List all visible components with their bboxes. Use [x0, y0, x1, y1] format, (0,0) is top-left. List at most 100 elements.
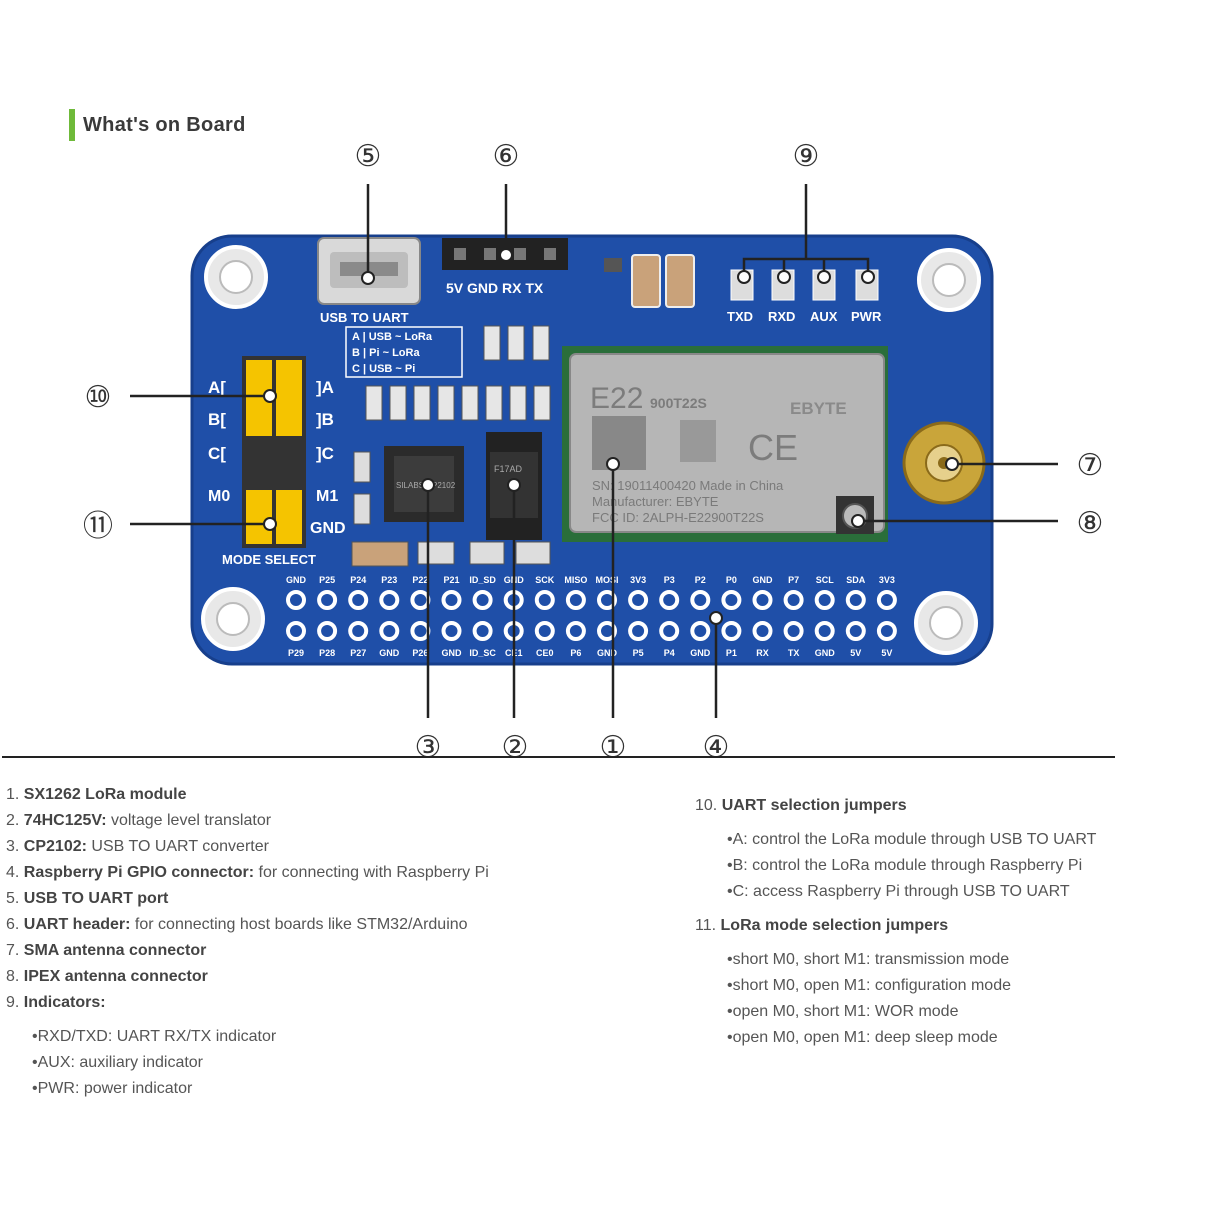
gpio-top-label: P21 [443, 575, 459, 585]
list-item: 1. SX1262 LoRa module [6, 786, 187, 803]
list-item: 8. IPEX antenna connector [6, 968, 208, 985]
gpio-top-label: GND [286, 575, 307, 585]
left-feature-list: 1. SX1262 LoRa module 2. 74HC125V: volta… [6, 782, 489, 1102]
gpio-pin [628, 621, 649, 641]
gpio-pin [659, 590, 680, 610]
gpio-top-label: P22 [412, 575, 428, 585]
jumper-label-c: C[ [208, 444, 226, 463]
leader-dots [263, 248, 959, 625]
callout-6: ⑥ [493, 140, 520, 173]
uart-jumper-item: •A: control the LoRa module through USB … [727, 831, 1097, 848]
heading-text: What's on Board [83, 113, 246, 136]
uart-jumper-item: •C: access Raspberry Pi through USB TO U… [727, 883, 1070, 900]
gpio-pin [441, 590, 462, 610]
uart-header-label: 5V GND RX TX [446, 280, 544, 296]
uart-jumper-item: •B: control the LoRa module through Rasp… [727, 857, 1083, 874]
gpio-top-label: P25 [319, 575, 335, 585]
callout-3: ③ [415, 731, 442, 760]
gpio-bottom-label: P27 [350, 648, 366, 658]
board-diagram: USB TO UART 5V GND RX TX A | USB ~ LoRa … [83, 140, 1103, 760]
gpio-top-label: 3V3 [879, 575, 895, 585]
gpio-pin [752, 590, 773, 610]
gpio-bottom-label: P6 [570, 648, 581, 658]
leader-lines [130, 184, 1058, 718]
callout-2: ② [502, 731, 529, 760]
smd-parts [351, 451, 551, 567]
chip2-label: F17AD [494, 464, 523, 474]
module-name: E22 [590, 382, 643, 415]
gpio-pin [721, 621, 742, 641]
gpio-bottom-label: GND [597, 648, 618, 658]
gpio-pin [286, 621, 306, 641]
jumper-table-row-b: B | Pi ~ LoRa [352, 347, 420, 359]
gpio-pin [472, 590, 493, 610]
sma-connector [898, 412, 986, 522]
gpio-pin [317, 621, 338, 641]
gpio-pin [379, 590, 400, 610]
module-sn: SN: 19011400420 Made in China [592, 478, 784, 493]
list-item: 6. UART header: for connecting host boar… [6, 916, 468, 933]
list-item: 4. Raspberry Pi GPIO connector: for conn… [6, 864, 489, 881]
gpio-top-label: P7 [788, 575, 799, 585]
callout-4: ④ [703, 731, 730, 760]
list-item: 3. CP2102: USB TO UART converter [6, 838, 269, 855]
lora-mode-item: •short M0, open M1: configuration mode [727, 977, 1011, 994]
callout-7: ⑦ [1077, 449, 1104, 482]
capacitors [604, 254, 695, 308]
gpio-top-label: ID_SD [469, 575, 496, 585]
gpio-pin [752, 621, 773, 641]
gpio-header [286, 590, 897, 641]
callout-1: ① [600, 731, 627, 760]
gpio-top-label: SDA [846, 575, 866, 585]
list-item: 5. USB TO UART port [6, 890, 169, 907]
jumper-table-row-c: C | USB ~ Pi [352, 363, 415, 375]
gpio-pin [628, 590, 649, 610]
gpio-bottom-label: GND [442, 648, 463, 658]
callout-11: ⑪ [83, 510, 113, 543]
jumper-label-gnd: GND [310, 520, 346, 537]
indicator-item: •PWR: power indicator [32, 1080, 193, 1097]
gpio-pin [472, 621, 493, 641]
uart-selection-jumpers [242, 356, 306, 440]
gpio-top-label: P2 [695, 575, 706, 585]
callout-numbers: ⑤ ⑥ ⑨ ⑩ ⑪ ⑦ ⑧ ③ ② ① ④ [83, 140, 1103, 760]
gpio-pin [721, 590, 742, 610]
gpio-pin [845, 621, 866, 641]
gpio-top-label: P24 [350, 575, 366, 585]
gpio-pin [783, 590, 804, 610]
module-ce: CE [748, 427, 798, 468]
gpio-pin [348, 621, 369, 641]
jumper-label-ra: ]A [316, 378, 334, 397]
gpio-pin [534, 621, 555, 641]
gpio-bottom-label: TX [788, 648, 800, 658]
module-mfr: Manufacturer: EBYTE [592, 494, 719, 509]
led-label-pwr: PWR [851, 309, 882, 324]
module-model: 900T22S [650, 395, 707, 411]
gpio-bottom-label: GND [815, 648, 836, 658]
gpio-bottom-label: RX [756, 648, 769, 658]
list-item: 11. LoRa mode selection jumpers [695, 917, 949, 934]
divider-line [2, 756, 1115, 758]
gpio-pin [534, 590, 555, 610]
indicator-item: •RXD/TXD: UART RX/TX indicator [32, 1028, 277, 1045]
gpio-pin [690, 621, 711, 641]
gpio-bottom-label: P26 [412, 648, 428, 658]
gpio-top-label: P3 [664, 575, 675, 585]
module-brand: EBYTE [790, 399, 847, 418]
mode-select-label: MODE SELECT [222, 552, 316, 567]
gpio-pin [410, 590, 431, 610]
gpio-pin [286, 590, 306, 610]
right-feature-list: 10. UART selection jumpers •A: control t… [695, 793, 1096, 1051]
gpio-bottom-label: 5V [850, 648, 861, 658]
gpio-pin [659, 621, 680, 641]
gpio-bottom-label: 5V [881, 648, 892, 658]
list-item: 2. 74HC125V: voltage level translator [6, 812, 272, 829]
gpio-top-label: P0 [726, 575, 737, 585]
list-item: 10. UART selection jumpers [695, 797, 907, 814]
gpio-pin [845, 590, 866, 610]
gpio-bottom-label: P5 [633, 648, 644, 658]
callout-10: ⑩ [85, 381, 112, 414]
lora-mode-item: •open M0, open M1: deep sleep mode [727, 1029, 998, 1046]
jumper-label-rb: ]B [316, 410, 334, 429]
jumper-table-row-a: A | USB ~ LoRa [352, 331, 433, 343]
